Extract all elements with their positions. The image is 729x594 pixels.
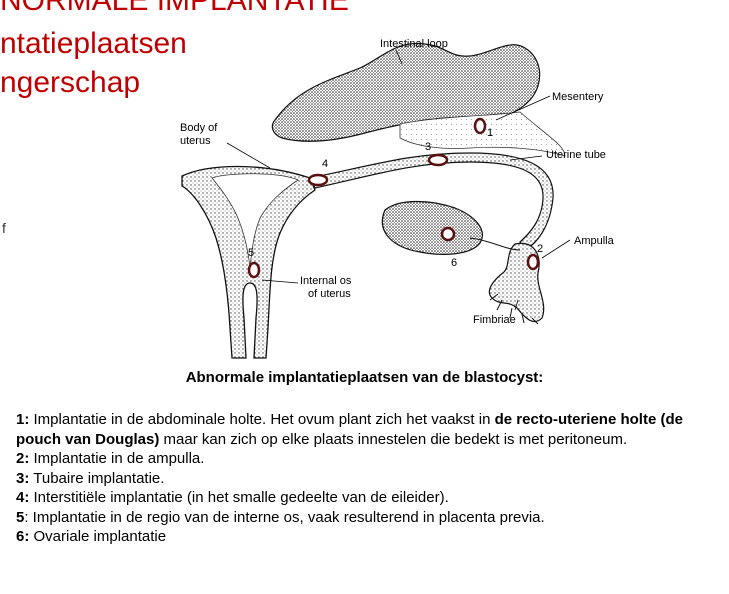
label-internal-os-line-1: Internal os [300, 275, 352, 287]
label-uterine-tube: Uterine tube [546, 149, 606, 161]
list-item: 6: Ovariale implantatie [16, 527, 726, 547]
mesentery-shape [399, 111, 566, 157]
list-item-text: Tubaire implantatie. [29, 469, 165, 487]
list-item-text: Implantatie in de abdominale holte. Het … [29, 411, 495, 428]
list-item-number: 5 [16, 508, 25, 526]
list-item-number: 2: [16, 450, 30, 467]
list-item-number: 6: [16, 528, 30, 545]
list-item-text: : Implantatie in de regio van de interne… [24, 508, 545, 526]
slide-heading-line-1: ntatieplaatsen [0, 27, 187, 60]
list-item: 1: Implantatie in de abdominale holte. H… [16, 410, 726, 449]
label-mesentery: Mesentery [552, 91, 604, 103]
implant-site-3 [427, 153, 449, 167]
label-intestinal-loop: Intestinal loop [380, 38, 448, 50]
label-body-of-uterus-line-2: uterus [180, 135, 211, 147]
implantation-sites-diagram: Intestinal loop Mesentery Body of uterus… [180, 38, 615, 359]
list-item-number: 3: [16, 469, 30, 487]
list-item-emphasis: de recto-uteriene holte (de pouch van Do… [16, 411, 683, 448]
implant-site-6 [440, 226, 456, 242]
implant-site-1 [473, 117, 487, 135]
label-fimbriae: Fimbriae [473, 314, 516, 326]
list-item: 3: Tubaire implantatie. [16, 469, 726, 489]
ovary-shape [381, 200, 483, 255]
implant-site-2 [526, 253, 540, 271]
uterine-cavity [211, 173, 299, 269]
site-number-3: 3 [425, 141, 431, 153]
diagram-caption: Abnormale implantatieplaatsen van de bla… [185, 369, 544, 386]
list-item-text: maar kan zich op elke plaats innestelen … [159, 430, 628, 448]
implant-site-4 [307, 173, 329, 187]
site-number-6: 6 [451, 257, 457, 269]
list-item-number: 1: [16, 411, 30, 428]
site-number-4: 4 [322, 158, 328, 170]
label-internal-os-line-2: of uterus [308, 288, 351, 300]
label-body-of-uterus-line-1: Body of [180, 122, 218, 134]
slide-title-partial: NORMALE IMPLANTATIE [0, 0, 349, 17]
list-item-number: 4: [16, 489, 30, 506]
list-item: 5: Implantatie in de regio van de intern… [16, 508, 726, 528]
list-item-text: Interstitiële implantatie (in het smalle… [29, 489, 449, 506]
label-ampulla: Ampulla [574, 235, 615, 247]
implantation-sites-list: 1: Implantatie in de abdominale holte. H… [16, 410, 726, 547]
cropped-text-fragment: f [2, 220, 6, 236]
implant-site-5 [247, 261, 261, 279]
site-number-1: 1 [487, 127, 493, 139]
list-item: 4: Interstitiële implantatie (in het sma… [16, 488, 726, 508]
list-item-text: Ovariale implantatie [29, 528, 167, 545]
list-item: 2: Implantatie in de ampulla. [16, 449, 726, 469]
site-number-5: 5 [248, 247, 254, 259]
list-item-text: Implantatie in de ampulla. [29, 450, 205, 467]
site-number-2: 2 [537, 243, 543, 255]
slide-heading-line-2: ngerschap [0, 66, 141, 99]
